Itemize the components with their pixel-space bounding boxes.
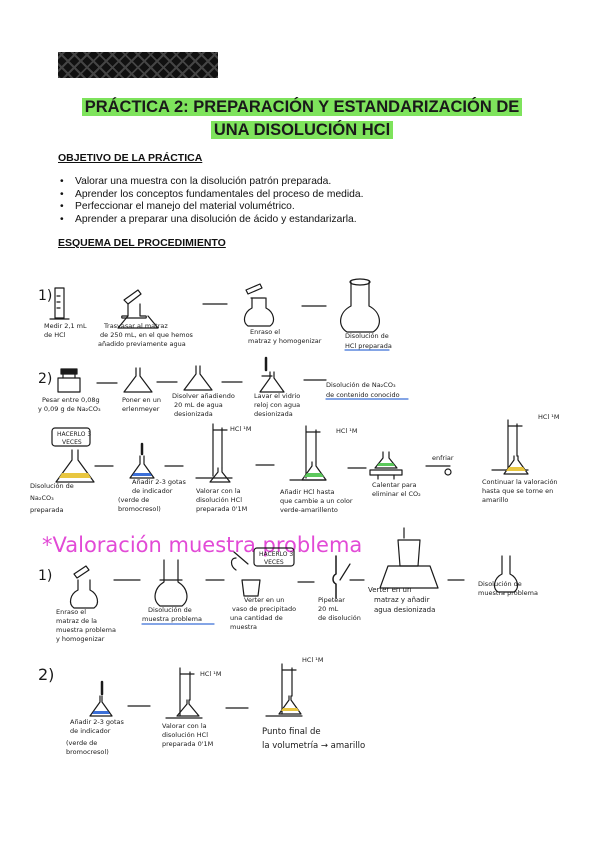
- volumetric-flask-icon: [340, 278, 380, 333]
- svg-text:Medir 2,1 mL de HCl: Medir 2,1 mL de HCl: [44, 322, 89, 339]
- volumetric-flask-icon: [154, 559, 188, 607]
- pour-into-flask-icon: [69, 565, 99, 609]
- list-item: Aprender a preparar una disolución de ác…: [58, 214, 364, 227]
- pipette-icon: [332, 555, 351, 599]
- svg-text:Añadir 2-3 gotas de indica: Añadir 2-3 gotas de indicador (verde de …: [118, 478, 188, 513]
- objective-heading: OBJETIVO DE LA PRÁCTICA: [58, 152, 203, 164]
- svg-text:Disolución de Na₂CO₃ p: Disolución de Na₂CO₃ preparada: [30, 482, 76, 514]
- flask-with-funnel-icon: [379, 527, 439, 589]
- repeat-badge: HACERLO 3 VECES: [253, 547, 295, 567]
- svg-text:Continuar la valoración ha: Continuar la valoración hasta que se tor…: [482, 478, 560, 504]
- svg-text:Pipetear 20 mL de diso: Pipetear 20 mL de disolución: [318, 596, 361, 622]
- svg-text:Lavar el vidrio reloj con: Lavar el vidrio reloj con agua desioniza…: [254, 392, 302, 418]
- svg-text:Valorar con la disolución: Valorar con la disolución HCl preparada …: [196, 487, 247, 513]
- svg-text:Calentar para eliminar el: Calentar para eliminar el CO₂: [372, 481, 421, 498]
- procedure-heading: ESQUEMA DEL PROCEDIMIENTO: [58, 237, 226, 249]
- svg-text:Verter en un matraz y añad: Verter en un matraz y añadir agua desion…: [368, 586, 435, 614]
- svg-text:HCl ¹M: HCl ¹M: [200, 670, 222, 678]
- svg-text:Disolución de HCl preparad: Disolución de HCl preparada: [345, 332, 392, 350]
- objectives-list: Valorar una muestra con la disolución pa…: [58, 176, 364, 226]
- svg-text:Añadir 2-3 gotas de indica: Añadir 2-3 gotas de indicador (verde de …: [66, 718, 126, 756]
- volumetric-flask-icon: [493, 555, 519, 593]
- svg-text:Valorar con la disolución: Valorar con la disolución HCl preparada …: [162, 722, 213, 748]
- svg-text:HCl ¹M: HCl ¹M: [302, 656, 324, 664]
- svg-text:Trasvasar al matraz de 250: Trasvasar al matraz de 250 mL, en el que…: [98, 322, 195, 348]
- svg-text:Punto final de la volumetr: Punto final de la volumetría → amarillo: [262, 727, 365, 751]
- heating-plate-icon: [369, 451, 403, 480]
- svg-text:Verter en un vaso de preci: Verter en un vaso de precipitado una can…: [230, 596, 298, 631]
- section2-title: *Valoración muestra problema: [42, 533, 362, 557]
- svg-text:HACERLO 3 VECES: HACERLO 3 VECES: [57, 431, 93, 446]
- svg-text:HCl ¹M: HCl ¹M: [538, 413, 560, 421]
- burette-stand-icon: [165, 667, 203, 719]
- svg-text:enfriar: enfriar: [432, 454, 454, 462]
- row2-number: 2): [38, 371, 52, 387]
- svg-text:Disolución de muestra prob: Disolución de muestra problema: [478, 580, 538, 597]
- graduated-cylinder-icon: [49, 287, 70, 320]
- svg-text:HCl ¹M: HCl ¹M: [230, 425, 252, 433]
- dropper-erlenmeyer-icon: [129, 442, 155, 479]
- burette-stand-icon: [289, 425, 327, 481]
- erlenmeyer-icon: [123, 367, 153, 393]
- svg-text:Disolución de muestra prob: Disolución de muestra problema: [142, 606, 202, 623]
- dropper-erlenmeyer-icon: [89, 680, 113, 717]
- svg-text:Disolución de Na₂CO₃ de co: Disolución de Na₂CO₃ de contenido conoci…: [326, 381, 400, 399]
- svg-text:Enraso el matraz y homogen: Enraso el matraz y homogenizar: [248, 328, 322, 345]
- row1-number: 1): [38, 288, 52, 304]
- pour-into-flask-icon: [117, 289, 159, 329]
- erlenmeyer-icon: [55, 449, 95, 483]
- svg-text:HACERLO 3 VECES: HACERLO 3 VECES: [259, 551, 295, 566]
- page-title: PRÁCTICA 2: PREPARACIÓN Y ESTANDARIZACIÓ…: [74, 96, 530, 142]
- list-item: Perfeccionar el manejo del material volu…: [58, 201, 364, 214]
- list-item: Aprender los conceptos fundamentales del…: [58, 189, 364, 202]
- section2-number1: 1): [38, 568, 52, 584]
- burette-stand-icon: [491, 419, 529, 475]
- burette-stand-icon: [265, 663, 303, 717]
- svg-text:HCl ¹M: HCl ¹M: [336, 427, 358, 435]
- beaker-icon: [230, 551, 261, 597]
- list-item: Valorar una muestra con la disolución pa…: [58, 176, 364, 189]
- clock-icon: [444, 468, 452, 476]
- volumetric-flask-icon: [243, 283, 275, 327]
- redacted-logo: [58, 52, 218, 78]
- section2-number2: 2): [38, 665, 54, 684]
- erlenmeyer-icon: [183, 365, 213, 391]
- repeat-badge: HACERLO 3 VECES: [51, 427, 93, 447]
- burette-stand-icon: [195, 423, 233, 483]
- svg-text:Pesar entre 0,08g y 0,09 g: Pesar entre 0,08g y 0,09 g de Na₂CO₃: [38, 396, 102, 413]
- watch-glass-icon: [259, 356, 285, 393]
- svg-text:Disolver añadiendo 20 mL d: Disolver añadiendo 20 mL de agua desioni…: [172, 392, 237, 418]
- svg-text:Poner en un erlenmeyer: Poner en un erlenmeyer: [122, 396, 163, 413]
- svg-text:Añadir HCl hasta que cambi: Añadir HCl hasta que cambie a un color v…: [280, 488, 355, 514]
- svg-text:Enraso el matraz de la: Enraso el matraz de la muestra problema …: [56, 608, 118, 643]
- balance-icon: [57, 368, 81, 393]
